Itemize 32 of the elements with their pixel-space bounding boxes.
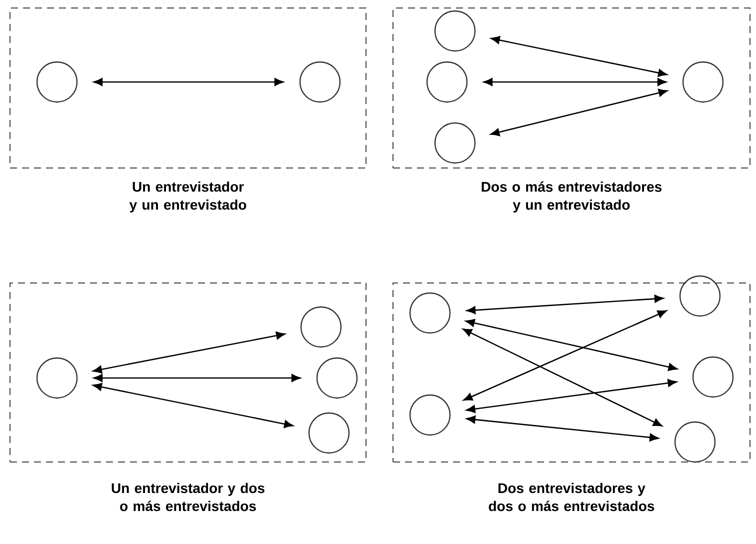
circle [692, 356, 734, 398]
circle [679, 275, 721, 317]
circle [434, 122, 476, 164]
arrow [466, 319, 678, 371]
panel-label: Dos o más entrevistadores y un entrevistado [482, 181, 662, 213]
arrow [466, 379, 677, 413]
circle [308, 412, 350, 454]
circle [682, 61, 724, 103]
panel-label: Un entrevistador y un entrevistado [129, 181, 246, 212]
circle [674, 421, 716, 463]
circle [434, 10, 476, 52]
panel-label: Dos entrevistadores y dos o más entrevistados [488, 482, 654, 512]
arrow [490, 36, 668, 77]
circle [409, 394, 451, 436]
arrow [466, 416, 659, 442]
circle [409, 292, 451, 334]
arrow [92, 332, 286, 374]
circle [300, 306, 342, 348]
arrow [462, 328, 662, 426]
circle [299, 61, 341, 103]
arrow [466, 294, 664, 314]
circle [426, 61, 468, 103]
circle [36, 61, 78, 103]
arrow [92, 383, 294, 428]
arrow [483, 78, 667, 86]
arrow [490, 88, 668, 136]
circle [316, 357, 358, 399]
panel-label: Un entrevistador y dos o más entrevistados [112, 482, 264, 512]
circle [36, 357, 78, 399]
arrow [463, 310, 667, 401]
arrow [93, 78, 284, 86]
arrow [93, 374, 301, 382]
